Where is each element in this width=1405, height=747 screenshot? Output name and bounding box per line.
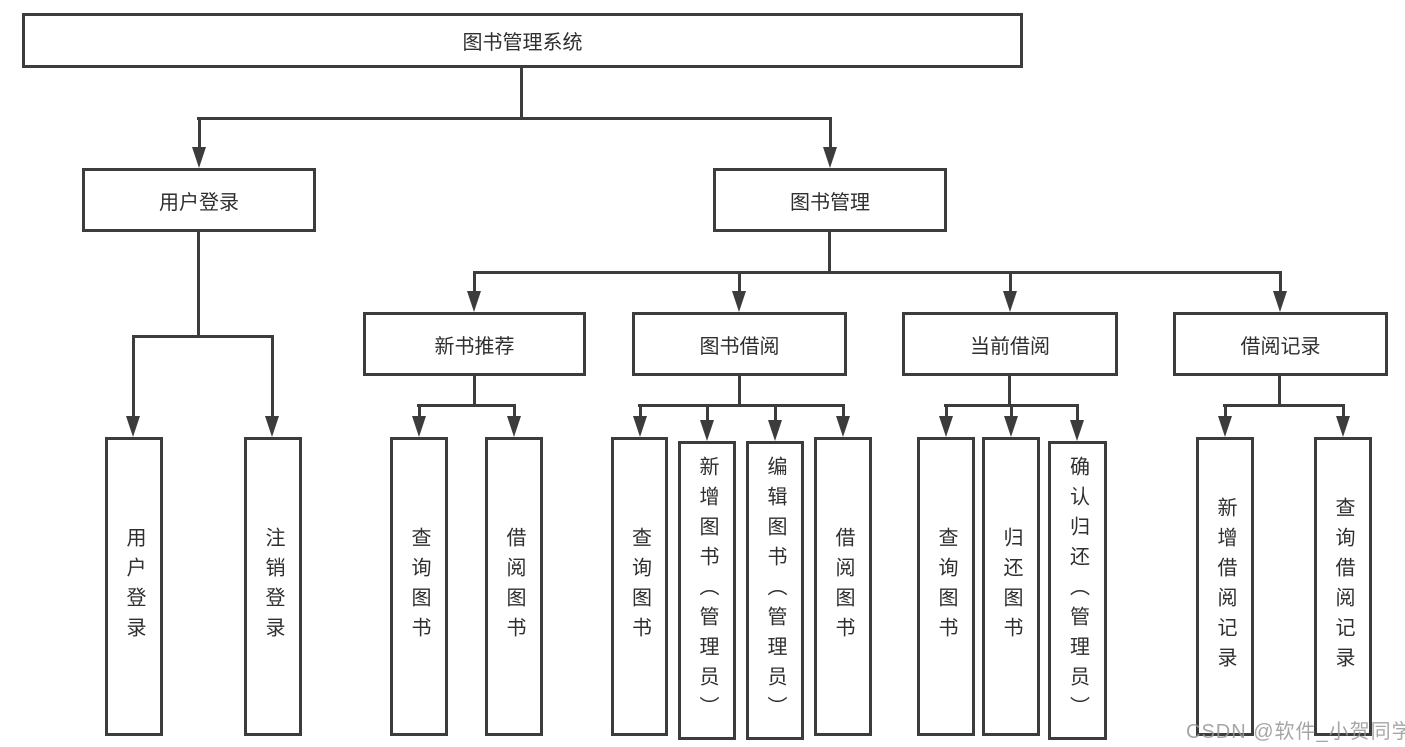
connector-level3-rail [473,271,1282,274]
connector-groupB-rail [638,404,845,407]
node-borrowing-records: 借阅记录 [1173,312,1388,376]
connector-groupC-stem [1008,376,1011,407]
arrow-down [700,405,714,441]
connector-level1-rail [197,117,832,120]
leaf-c-confirm-return-admin: 确认归还（管理员） [1048,441,1107,740]
leaf-label: 归还图书 [1000,526,1022,647]
leaf-d-query-borrow-record: 查询借阅记录 [1314,437,1372,736]
leaf-label: 新增借阅记录 [1214,496,1236,677]
leaf-logout: 注销登录 [244,437,302,736]
node-current-borrowing: 当前借阅 [902,312,1118,376]
connector-groupD-stem [1278,376,1281,407]
arrow-down [768,405,782,441]
leaf-label: 查询图书 [628,526,651,647]
arrow-down [732,272,746,312]
leaf-a-borrow-books: 借阅图书 [485,437,543,736]
arrow-down [823,118,837,168]
leaf-b-query-books: 查询图书 [611,437,668,736]
connector-groupB-stem [738,376,741,407]
leaf-label: 新增图书（管理员） [696,455,718,726]
arrow-down [1003,272,1017,312]
connector-root-stem [520,68,523,118]
arrow-down [1336,405,1350,437]
connector-groupA-stem [473,376,476,407]
arrow-down [467,272,481,312]
leaf-label: 借阅图书 [503,526,525,647]
arrow-down [265,336,279,437]
connector-mgmt-stem [828,232,831,274]
leaf-label: 编辑图书（管理员） [764,455,786,726]
node-book-management: 图书管理 [713,168,947,232]
arrow-down [939,405,953,437]
leaf-d-add-borrow-record: 新增借阅记录 [1196,437,1254,736]
arrow-down [836,405,850,437]
leaf-label: 查询图书 [935,526,957,647]
leaf-label: 确认归还（管理员） [1066,455,1089,726]
arrow-down [1004,405,1018,437]
leaf-a-query-books: 查询图书 [390,437,448,736]
arrow-down [192,118,206,168]
arrow-down [412,405,426,437]
arrow-down [633,405,647,437]
leaf-b-borrow-books: 借阅图书 [814,437,872,736]
arrow-down [507,405,521,437]
leaf-label: 查询图书 [408,526,430,647]
leaf-c-return-books: 归还图书 [982,437,1040,736]
node-new-book-recommend: 新书推荐 [363,312,586,376]
leaf-user-login: 用户登录 [105,437,163,736]
arrow-down [1070,405,1084,441]
connector-login-rail [132,335,274,338]
node-root: 图书管理系统 [22,13,1023,68]
arrow-down [1218,405,1232,437]
connector-groupA-rail [417,404,516,407]
node-user-login: 用户登录 [82,168,316,232]
leaf-label: 查询借阅记录 [1332,496,1354,677]
leaf-label: 注销登录 [262,526,284,647]
leaf-b-add-books-admin: 新增图书（管理员） [678,441,736,740]
leaf-c-query-books: 查询图书 [917,437,975,736]
watermark: CSDN @软件_小贺同学 [1186,721,1405,743]
connector-login-stem [197,232,200,336]
leaf-label: 用户登录 [123,526,145,647]
leaf-b-edit-books-admin: 编辑图书（管理员） [746,441,804,740]
arrow-down [1273,272,1287,312]
node-book-borrowing: 图书借阅 [632,312,847,376]
arrow-down [126,336,140,437]
leaf-label: 借阅图书 [832,526,854,647]
connector-groupD-rail [1223,404,1345,407]
